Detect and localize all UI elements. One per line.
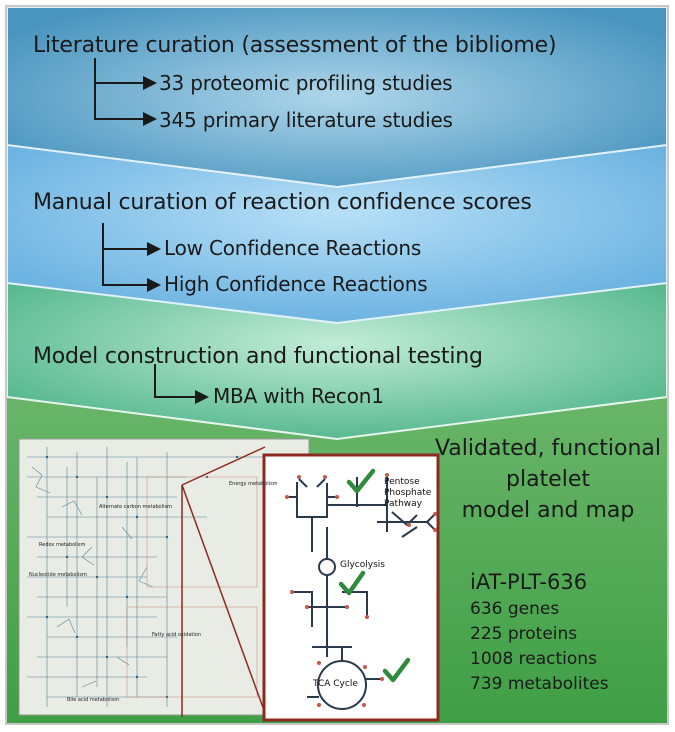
stat-proteins: 225 proteins	[470, 624, 578, 644]
band-literature	[7, 7, 667, 189]
arrow-right-icon	[147, 278, 161, 292]
result-heading: Validated, functional platelet model and…	[427, 433, 667, 526]
pathway-map-icon	[18, 438, 310, 716]
result-line-3: model and map	[461, 498, 635, 523]
diagram-frame: Literature curation (assessment of the b…	[5, 5, 669, 725]
arrow-right-icon	[143, 112, 157, 126]
arrow-right-icon	[195, 390, 209, 404]
step-3-item-1: MBA with Recon1	[213, 384, 384, 408]
map-label-nucleotide: Nucleotide metabolism	[29, 572, 87, 578]
arrow-right-icon	[94, 58, 145, 120]
label-glycolysis: Glycolysis	[340, 560, 385, 570]
result-line-2: platelet	[506, 467, 590, 492]
inset-pathways	[287, 477, 436, 710]
step-1-title: Literature curation (assessment of the b…	[33, 33, 557, 58]
label-pentose-line-3: Pathway	[384, 499, 422, 509]
zoom-lines	[181, 446, 266, 717]
step-3-title: Model construction and functional testin…	[33, 344, 483, 369]
result-line-1: Validated, functional	[434, 436, 662, 461]
chevron-bands	[7, 7, 667, 723]
arrow-right-icon	[102, 223, 149, 286]
check-icon	[346, 468, 376, 494]
model-id: iAT-PLT-636	[470, 570, 588, 594]
stat-reactions: 1008 reactions	[470, 649, 597, 669]
map-label-alt-carbon: Alternate carbon metabolism	[99, 504, 172, 510]
arrow-right-icon	[147, 242, 161, 256]
map-label-redox: Redox metabolism	[39, 542, 86, 548]
label-tca-cycle: TCA Cycle	[313, 679, 358, 689]
label-pentose-line-2: Phosphate	[384, 488, 432, 498]
arrow-right-icon	[143, 76, 157, 90]
label-pentose: Pentose Phosphate Pathway	[384, 477, 431, 510]
step-2-item-1: Low Confidence Reactions	[164, 236, 422, 260]
step-1-item-1: 33 proteomic profiling studies	[159, 71, 453, 95]
check-icon	[338, 570, 366, 596]
label-pentose-line-1: Pentose	[384, 477, 420, 487]
model-stats: 636 genes 225 proteins 1008 reactions 73…	[470, 597, 609, 697]
step-1-item-2: 345 primary literature studies	[159, 108, 453, 132]
step-2-item-2: High Confidence Reactions	[164, 272, 428, 296]
map-label-fatty-acid: Fatty acid oxidation	[152, 632, 201, 638]
map-label-energy: Energy metabolism	[229, 481, 278, 487]
stat-metabolites: 739 metabolites	[470, 674, 609, 694]
check-icon	[382, 657, 411, 683]
arrow-right-icon	[154, 364, 197, 398]
inset-nodes	[285, 473, 437, 707]
stat-genes: 636 genes	[470, 599, 560, 619]
step-2-title: Manual curation of reaction confidence s…	[33, 190, 532, 215]
map-label-bile-acid: Bile acid metabolism	[67, 697, 120, 703]
